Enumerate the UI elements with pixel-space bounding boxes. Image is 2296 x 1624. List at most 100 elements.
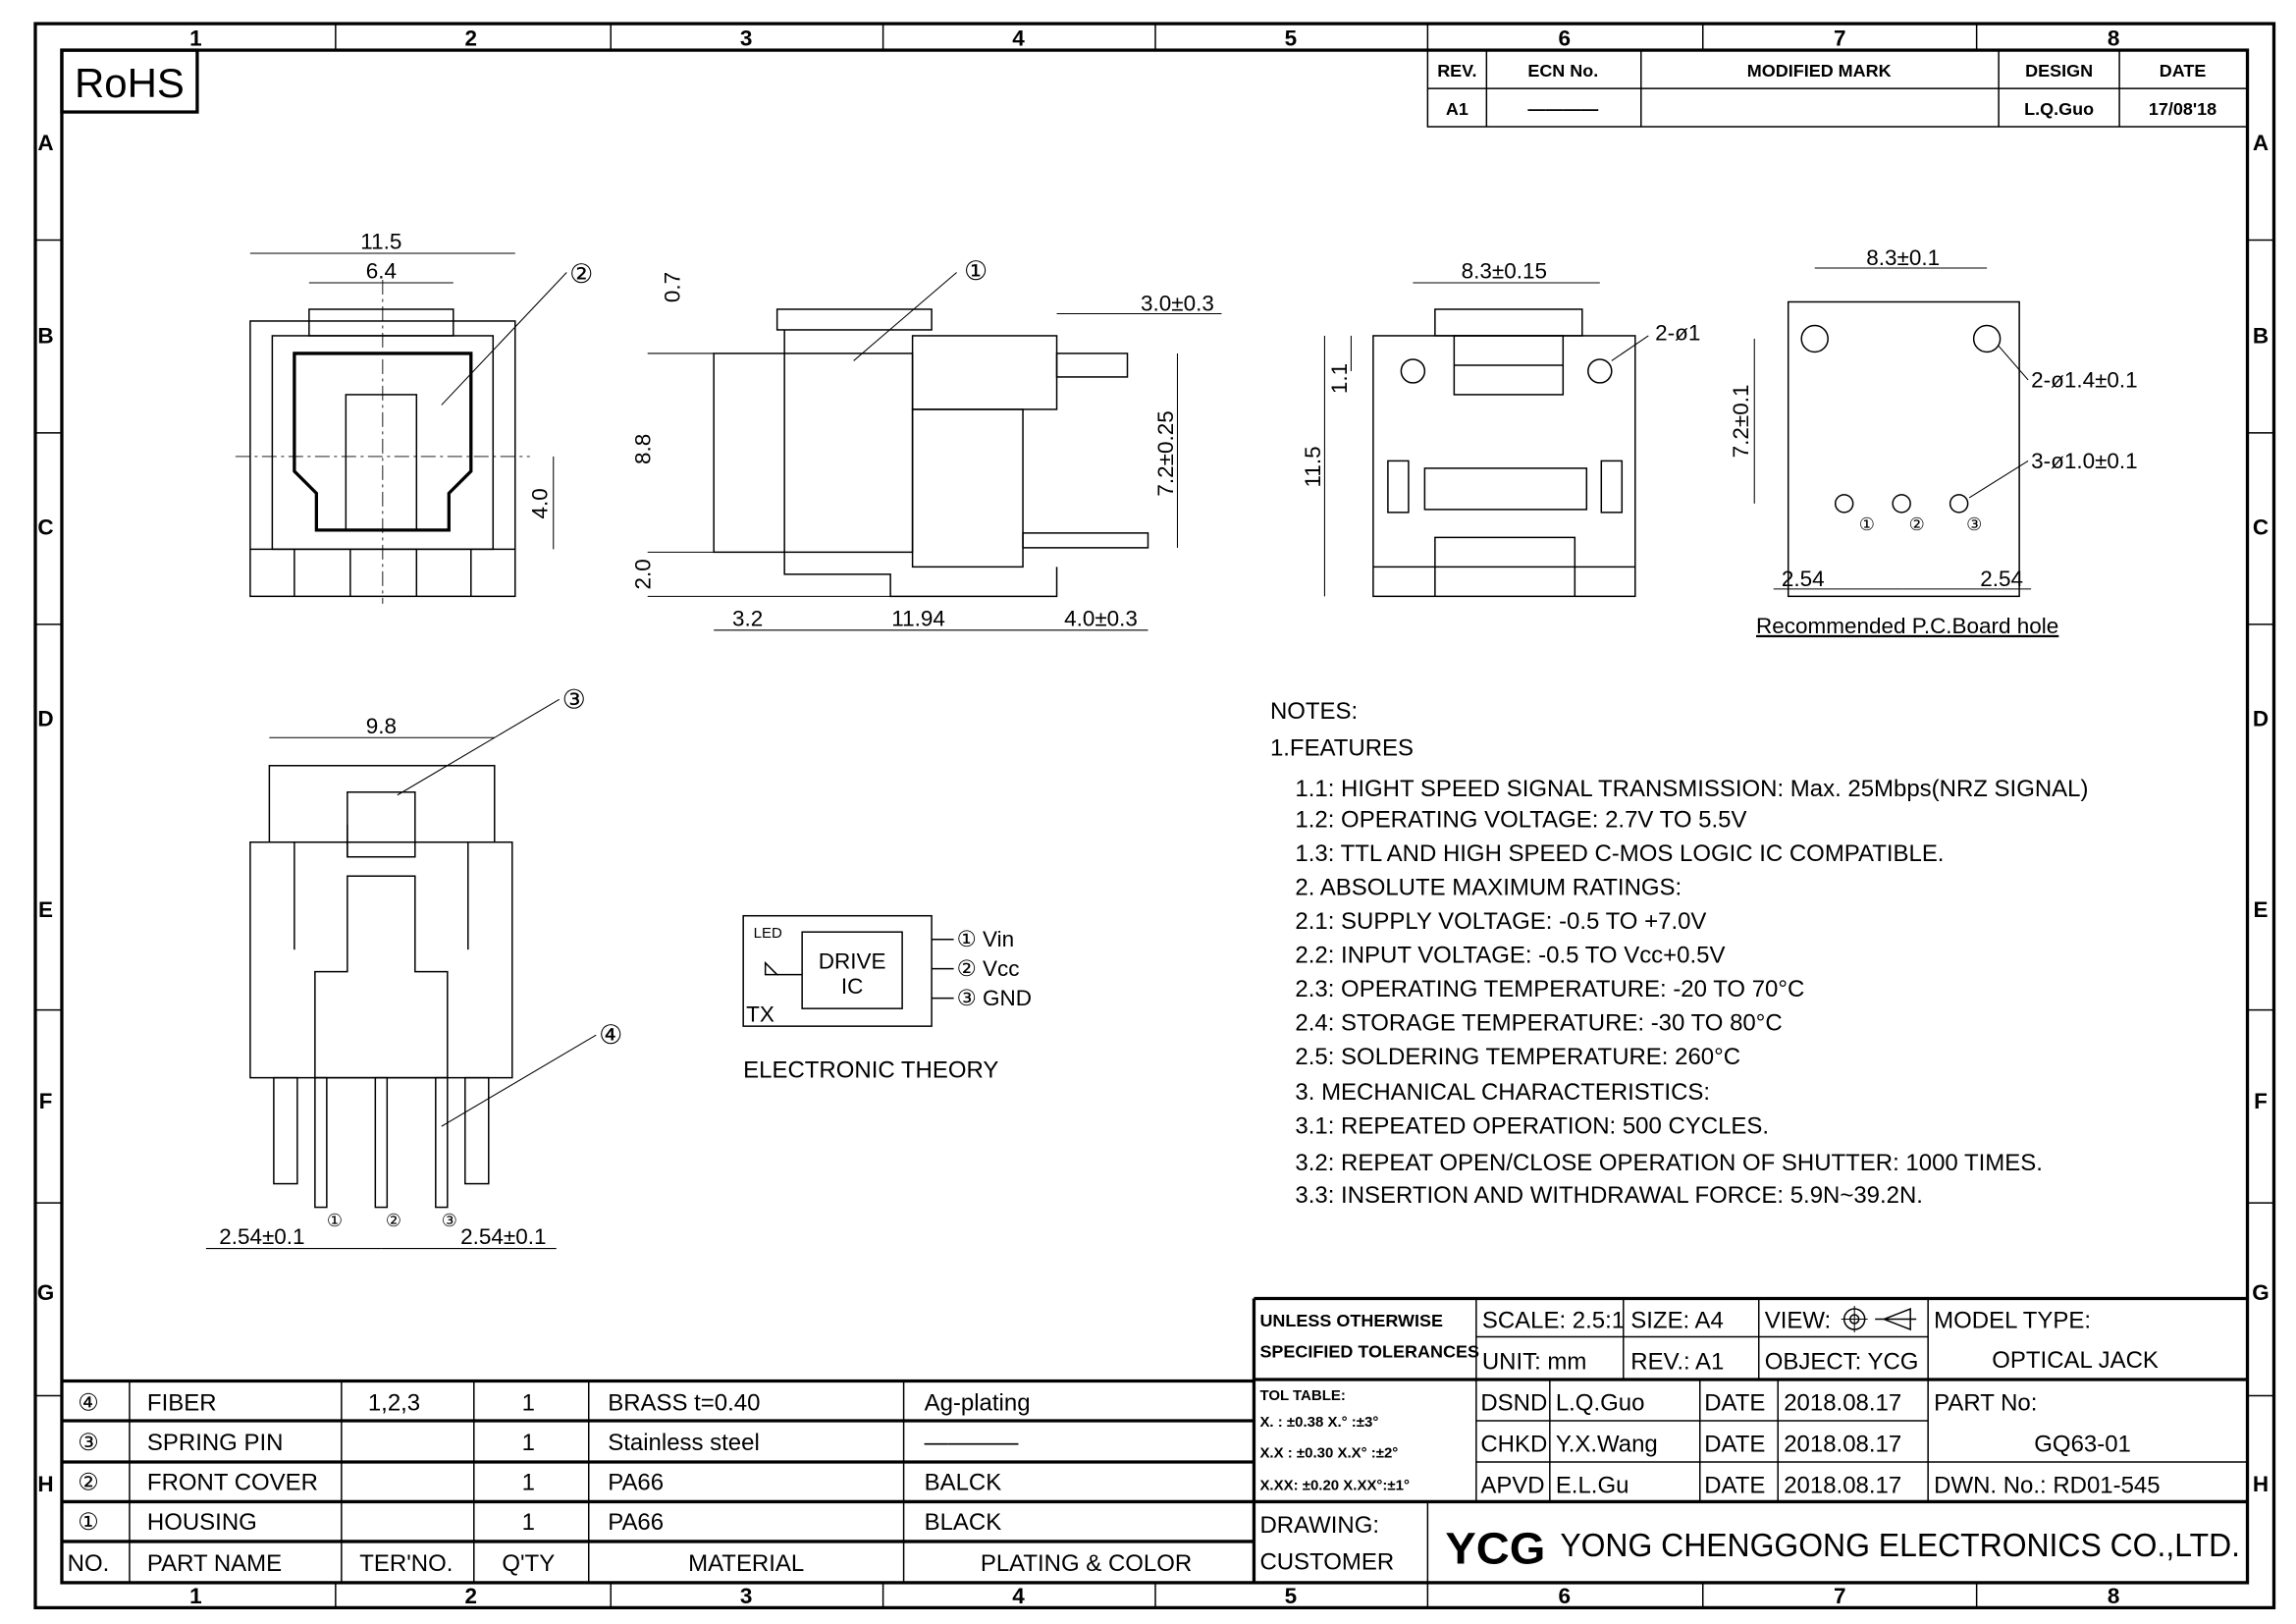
unit: UNIT: mm	[1482, 1349, 1587, 1376]
bom-plating: Ag-plating	[925, 1389, 1031, 1416]
pcb-pin-3: ③	[1966, 514, 1982, 534]
zone-row-e: E	[38, 897, 53, 922]
bom-material: Stainless steel	[608, 1430, 760, 1456]
zone-row-e-right: E	[2254, 897, 2269, 922]
tol-table-row: X.XX: ±0.20 X.XX°:±1°	[1259, 1477, 1410, 1493]
rohs-box	[60, 48, 199, 114]
date-label: DATE	[1704, 1431, 1765, 1457]
date-header: DATE	[2160, 61, 2207, 81]
dim-pcb-small-holes: 3-ø1.0±0.1	[2031, 449, 2138, 473]
bom-qty: 1	[522, 1389, 535, 1416]
zone-col-4: 4	[1012, 27, 1025, 51]
zone-row-b-right: B	[2253, 323, 2269, 348]
model-type-label: MODEL TYPE:	[1934, 1308, 2091, 1334]
dim-rear-width: 8.3±0.15	[1462, 258, 1547, 283]
dim-bottom-width: 9.8	[366, 714, 397, 738]
bom-part-name: SPRING PIN	[147, 1430, 284, 1456]
zone-row-f-right: F	[2254, 1089, 2268, 1113]
bom-material: PA66	[608, 1469, 664, 1495]
dim-side-d1: 3.2	[732, 606, 763, 630]
tolerance-heading: UNLESS OTHERWISE	[1259, 1311, 1443, 1330]
bottom-pin-3: ③	[442, 1211, 457, 1230]
scale: SCALE: 2.5:1	[1482, 1308, 1625, 1334]
revision-table: REV. ECN No. MODIFIED MARK DESIGN DATE A…	[1426, 49, 2249, 128]
circuit-pin-vin: ① Vin	[957, 927, 1015, 951]
zone-row-c: C	[37, 514, 53, 539]
zone-col-2: 2	[465, 27, 478, 51]
dim-rear-height: 11.5	[1301, 446, 1325, 487]
pcb-caption: Recommended P.C.Board hole	[1756, 614, 2058, 638]
third-angle-projection-icon	[1841, 1306, 1917, 1333]
revision: REV.: A1	[1630, 1349, 1724, 1376]
approve-date: 2018.08.17	[1784, 1472, 1901, 1498]
pcb-pin-2: ②	[1909, 514, 1925, 534]
bom-header-plating: PLATING & COLOR	[981, 1550, 1192, 1577]
dim-rear-top: 1.1	[1327, 363, 1352, 394]
dim-pcb-pitch-right: 2.54	[1980, 567, 2023, 591]
bom-plating: BALCK	[925, 1469, 1002, 1495]
zone-col-1-bottom: 1	[189, 1584, 202, 1608]
zone-col-3-bottom: 3	[740, 1584, 753, 1608]
callout-4: ④	[599, 1020, 622, 1050]
bom-header-qty: Q'TY	[502, 1550, 555, 1577]
title-block: UNLESS OTHERWISE SPECIFIED TOLERANCES SC…	[1252, 1296, 2248, 1583]
zone-row-a-right: A	[2253, 131, 2269, 155]
bom-no: ④	[78, 1389, 99, 1416]
customer-label: CUSTOMER	[1259, 1548, 1394, 1575]
company-name: YONG CHENGGONG ELECTRONICS CO.,LTD.	[1560, 1527, 2240, 1563]
bom-qty: 1	[522, 1509, 535, 1536]
note-line: 1.FEATURES	[1270, 734, 1414, 761]
modified-mark-header: MODIFIED MARK	[1747, 61, 1892, 81]
designed-by: L.Q.Guo	[1556, 1389, 1645, 1416]
dim-pcb-width: 8.3±0.1	[1866, 245, 1940, 270]
zone-col-8: 8	[2108, 27, 2120, 51]
bom-no: ②	[78, 1469, 99, 1495]
zone-row-a: A	[37, 131, 53, 155]
notes-title: NOTES:	[1270, 698, 1358, 725]
bom-no: ③	[78, 1430, 99, 1456]
drawing-no: DWN. No.: RD01-545	[1934, 1472, 2160, 1498]
object: OBJECT: YCG	[1765, 1349, 1919, 1376]
zone-col-6-bottom: 6	[1559, 1584, 1572, 1608]
circuit-tx-label: TX	[746, 1002, 774, 1027]
design-header: DESIGN	[2025, 61, 2093, 81]
bom-plating: BLACK	[925, 1509, 1002, 1536]
zone-col-5: 5	[1285, 27, 1298, 51]
front-view: 11.5 6.4 4.0 ②	[235, 229, 593, 604]
dim-side-bottom: 2.0	[631, 559, 656, 589]
dim-front-inner-width: 6.4	[366, 258, 397, 283]
note-line: 2.2: INPUT VOLTAGE: -0.5 TO Vcc+0.5V	[1295, 943, 1725, 969]
drawing-label: DRAWING:	[1259, 1512, 1379, 1539]
dim-pcb-height: 7.2±0.1	[1729, 384, 1753, 458]
notes: NOTES: 1.FEATURES 1.1: HIGHT SPEED SIGNA…	[1270, 698, 2089, 1209]
bom-part-name: HOUSING	[147, 1509, 257, 1536]
callout-1: ①	[964, 256, 988, 286]
checked-by-label: CHKD	[1480, 1431, 1547, 1457]
pcb-hole-layout: 8.3±0.1 7.2±0.1 2-ø1.4±0.1 3-ø1.0±0.1 2.…	[1729, 245, 2137, 638]
design-date: 2018.08.17	[1784, 1389, 1901, 1416]
bottom-pin-1: ①	[327, 1211, 343, 1230]
note-line: 3.3: INSERTION AND WITHDRAWAL FORCE: 5.9…	[1295, 1182, 1923, 1209]
zone-row-f: F	[39, 1089, 53, 1113]
callout-2: ②	[569, 259, 593, 289]
dim-front-width: 11.5	[360, 229, 401, 253]
rohs-mark: RoHS	[75, 60, 185, 106]
zone-col-3: 3	[740, 27, 753, 51]
bom-material: BRASS t=0.40	[608, 1389, 760, 1416]
bom-header-ter-no: TER'NO.	[359, 1550, 453, 1577]
bom-table: ④ FIBER 1,2,3 1 BRASS t=0.40 Ag-plating …	[61, 1379, 1255, 1583]
ecn-header: ECN No.	[1527, 61, 1598, 81]
note-line: 2.4: STORAGE TEMPERATURE: -30 TO 80°C	[1295, 1010, 1782, 1037]
bom-part-name: FIBER	[147, 1389, 217, 1416]
dim-side-pin-height: 7.2±0.25	[1153, 410, 1178, 496]
note-line: 3.1: REPEATED OPERATION: 500 CYCLES.	[1295, 1113, 1769, 1140]
approved-by: E.L.Gu	[1556, 1472, 1629, 1498]
date-label: DATE	[1704, 1472, 1765, 1498]
note-line: 2.5: SOLDERING TEMPERATURE: 260°C	[1295, 1044, 1740, 1070]
dim-pcb-pitch-left: 2.54	[1782, 567, 1825, 591]
dim-front-height: 4.0	[528, 488, 553, 518]
note-line: 2. ABSOLUTE MAXIMUM RATINGS:	[1295, 875, 1682, 901]
dim-side-d2: 11.94	[891, 606, 945, 630]
note-line: 2.1: SUPPLY VOLTAGE: -0.5 TO +7.0V	[1295, 908, 1706, 935]
sheet-size: SIZE: A4	[1630, 1308, 1724, 1334]
